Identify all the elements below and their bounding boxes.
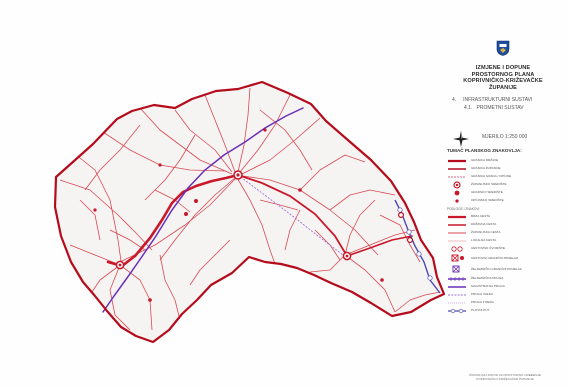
legend-label: PRUGA II REDA [471,300,494,305]
municipality-marker [398,212,405,219]
legend-label: CESTOVNI GRANIČNI PRIJELAZ [471,255,519,260]
legend-item: GRANICA GRADA / OPĆINE [447,173,565,181]
legend-item: GRANICA DRŽAVE [447,157,565,165]
legend-item: DRŽAVNA CESTA [447,221,565,229]
main-railway-icon [448,286,466,288]
subsection-number: 4.1. [464,105,473,111]
county-crest-icon [496,40,510,56]
legend-label: BRZA CESTA [471,214,491,219]
municipality-marker [298,188,302,192]
title-line: PROSTORNOG PLANA [471,71,535,78]
local-road-icon [448,240,466,242]
municipality-marker [148,298,152,302]
subsection-name: PROMETNI SUSTAV [476,105,524,111]
road-network [59,87,441,331]
legend-label: DRŽAVNA CESTA [471,222,497,227]
footer-line: ŽUPANIJSKI ZAVOD ZA PROSTORNO UREĐENJE [469,373,541,377]
legend-label: OPĆINSKO SREDIŠTE [471,198,504,203]
legend-item: ŽELJEZNIČKI GRANIČNI PRIJELAZ [447,264,565,275]
railway-icon [448,277,466,281]
legend-item: OPĆINSKO SREDIŠTE [447,197,565,205]
north-arrow-icon [453,131,469,147]
expressway-icon [448,215,466,219]
legend-item: ŽELJEZNIČKA PRUGA [447,275,565,283]
legend: TUMAČ PLANSKOG ZNAKOVLJA: GRANICA DRŽAVE… [447,148,565,315]
waterway-icon [448,308,466,314]
footer-line: KOPRIVNIČKO-KRIŽEVAČKE ŽUPANIJE [476,376,534,381]
state-road-icon [448,224,466,226]
county-border-icon [448,168,466,170]
legend-label: GRANICA DRŽAVE [471,158,499,163]
municipality-marker [158,163,162,167]
legend-item: PRUGA I REDA [447,291,565,299]
municipality-marker [407,237,414,244]
legend-item: MAGISTRALNA PRUGA [447,283,565,291]
legend-group-label: PODLOGE I ZNAKOVI [447,207,480,211]
legend-item: CESTOVNO ČVORIŠTE [447,245,565,253]
legend-item: PLOVNI PUT [447,307,565,315]
legend-item: GRADSKO SREDIŠTE [447,189,565,197]
title-line: KOPRIVNIČKO-KRIŽEVAČKE [463,78,543,85]
county-road-icon [448,232,466,234]
municipality-marker [93,208,97,212]
legend-item: PRUGA II REDA [447,299,565,307]
municipality-marker [184,212,188,216]
section-name: INFRASTRUKTURNI SUSTAVI [463,97,533,103]
sheet-section: 4. INFRASTRUKTURNI SUSTAVI 4.1. PROMETNI… [452,96,564,112]
section-number: 4. [452,97,457,103]
state-border-icon [448,159,466,163]
secondary-state-road [237,174,348,257]
town-marker [345,254,349,258]
waterway-markers [397,207,433,281]
legend-item: LOKALNA CESTA [447,237,565,245]
secondary-railway [237,174,344,256]
legend-label: GRANICA ŽUPANIJE [471,166,501,171]
title-line: ŽUPANIJE [488,84,518,91]
legend-label: LOKALNA CESTA [471,238,497,243]
legend-label: ŽUPANIJSKO SREDIŠTE [471,182,507,187]
title-line: IZMJENE I DOPUNE [475,65,531,71]
county-seat-icon [453,181,461,189]
legend-item: ŽUPANIJSKO SREDIŠTE [447,181,565,189]
main-railway [102,107,304,313]
municipality-marker [263,128,267,132]
footer: ŽUPANIJSKI ZAVOD ZA PROSTORNO UREĐENJE K… [445,373,565,382]
municipality-marker [380,278,384,282]
town-marker [236,173,240,177]
legend-label: ŽUPANIJSKA CESTA [471,230,501,235]
legend-item: ŽUPANIJSKA CESTA [447,229,565,237]
legend-item: GRANICA ŽUPANIJE [447,165,565,173]
rail-border-crossing-icon [452,265,460,273]
main-state-road [106,173,240,268]
town-marker [118,263,122,267]
legend-label: GRANICA GRADA / OPĆINE [471,174,512,179]
legend-label: MAGISTRALNA PRUGA [471,284,505,289]
scale-label: MJERILO 1:250 000 [482,134,528,140]
legend-item: BRZA CESTA [447,213,565,221]
municipality-marker [194,199,198,203]
settlement-markers [93,128,414,302]
legend-label: PLOVNI PUT [471,308,490,313]
legend-item: CESTOVNI GRANIČNI PRIJELAZ [447,253,565,264]
title-block: IZMJENE I DOPUNE PROSTORNOG PLANA KOPRIV… [448,40,558,91]
county-area [55,82,444,342]
legend-label: PRUGA I REDA [471,292,494,297]
municipal-border-icon [448,176,466,178]
municipal-center-icon [455,199,459,203]
state-road-east [346,235,413,257]
town-center-icon [454,190,460,196]
legend-title: TUMAČ PLANSKOG ZNAKOVLJA: [447,148,522,153]
road-junction-icon [451,246,463,252]
legend-label: ŽELJEZNIČKA PRUGA [471,276,504,281]
legend-label: GRADSKO SREDIŠTE [471,190,503,195]
legend-label: CESTOVNO ČVORIŠTE [471,246,505,251]
railway-first-class-icon [448,294,466,296]
county-border [53,80,446,344]
legend-label: ŽELJEZNIČKI GRANIČNI PRIJELAZ [471,266,522,271]
border-crossing-icon [451,254,464,262]
railway-second-class-icon [448,302,466,304]
